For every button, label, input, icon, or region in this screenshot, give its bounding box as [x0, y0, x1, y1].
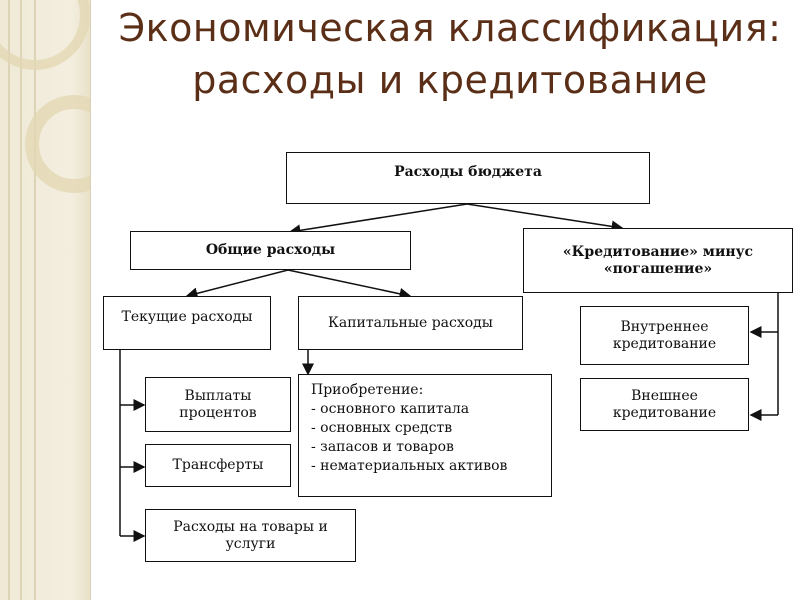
sidebar-stripe	[20, 0, 22, 600]
acquisition-item: - основного капитала	[311, 401, 470, 417]
node-transfers: Трансферты	[145, 444, 291, 487]
acquisition-item: - запасов и товаров	[311, 439, 454, 455]
node-interest-payments: Выплаты процентов	[145, 377, 291, 432]
slide-title: Экономическая классификация: расходы и к…	[118, 6, 782, 102]
acquisition-heading: Приобретение:	[311, 382, 424, 398]
node-capital-expenses: Капитальные расходы	[298, 296, 523, 350]
acquisition-block: Приобретение: - основного капитала - осн…	[311, 381, 507, 476]
node-lending-minus-repayment: «Кредитование» минус «погашение»	[523, 228, 793, 293]
node-acquisition: Приобретение: - основного капитала - осн…	[298, 374, 552, 497]
acquisition-list: - основного капитала - основных средств …	[311, 400, 507, 476]
decorative-ring	[0, 0, 90, 70]
node-goods-services: Расходы на товары и услуги	[145, 509, 356, 562]
node-current-expenses: Текущие расходы	[103, 296, 271, 350]
node-internal-lending: Внутреннее кредитование	[580, 306, 749, 365]
node-external-lending: Внешнее кредитование	[580, 378, 749, 431]
sidebar-stripe	[34, 0, 36, 600]
acquisition-item: - нематериальных активов	[311, 458, 508, 474]
node-budget-expenses: Расходы бюджета	[286, 152, 650, 204]
decorative-sidebar	[0, 0, 91, 600]
acquisition-item: - основных средств	[311, 420, 453, 436]
node-general-expenses: Общие расходы	[130, 231, 411, 270]
sidebar-stripe	[8, 0, 10, 600]
